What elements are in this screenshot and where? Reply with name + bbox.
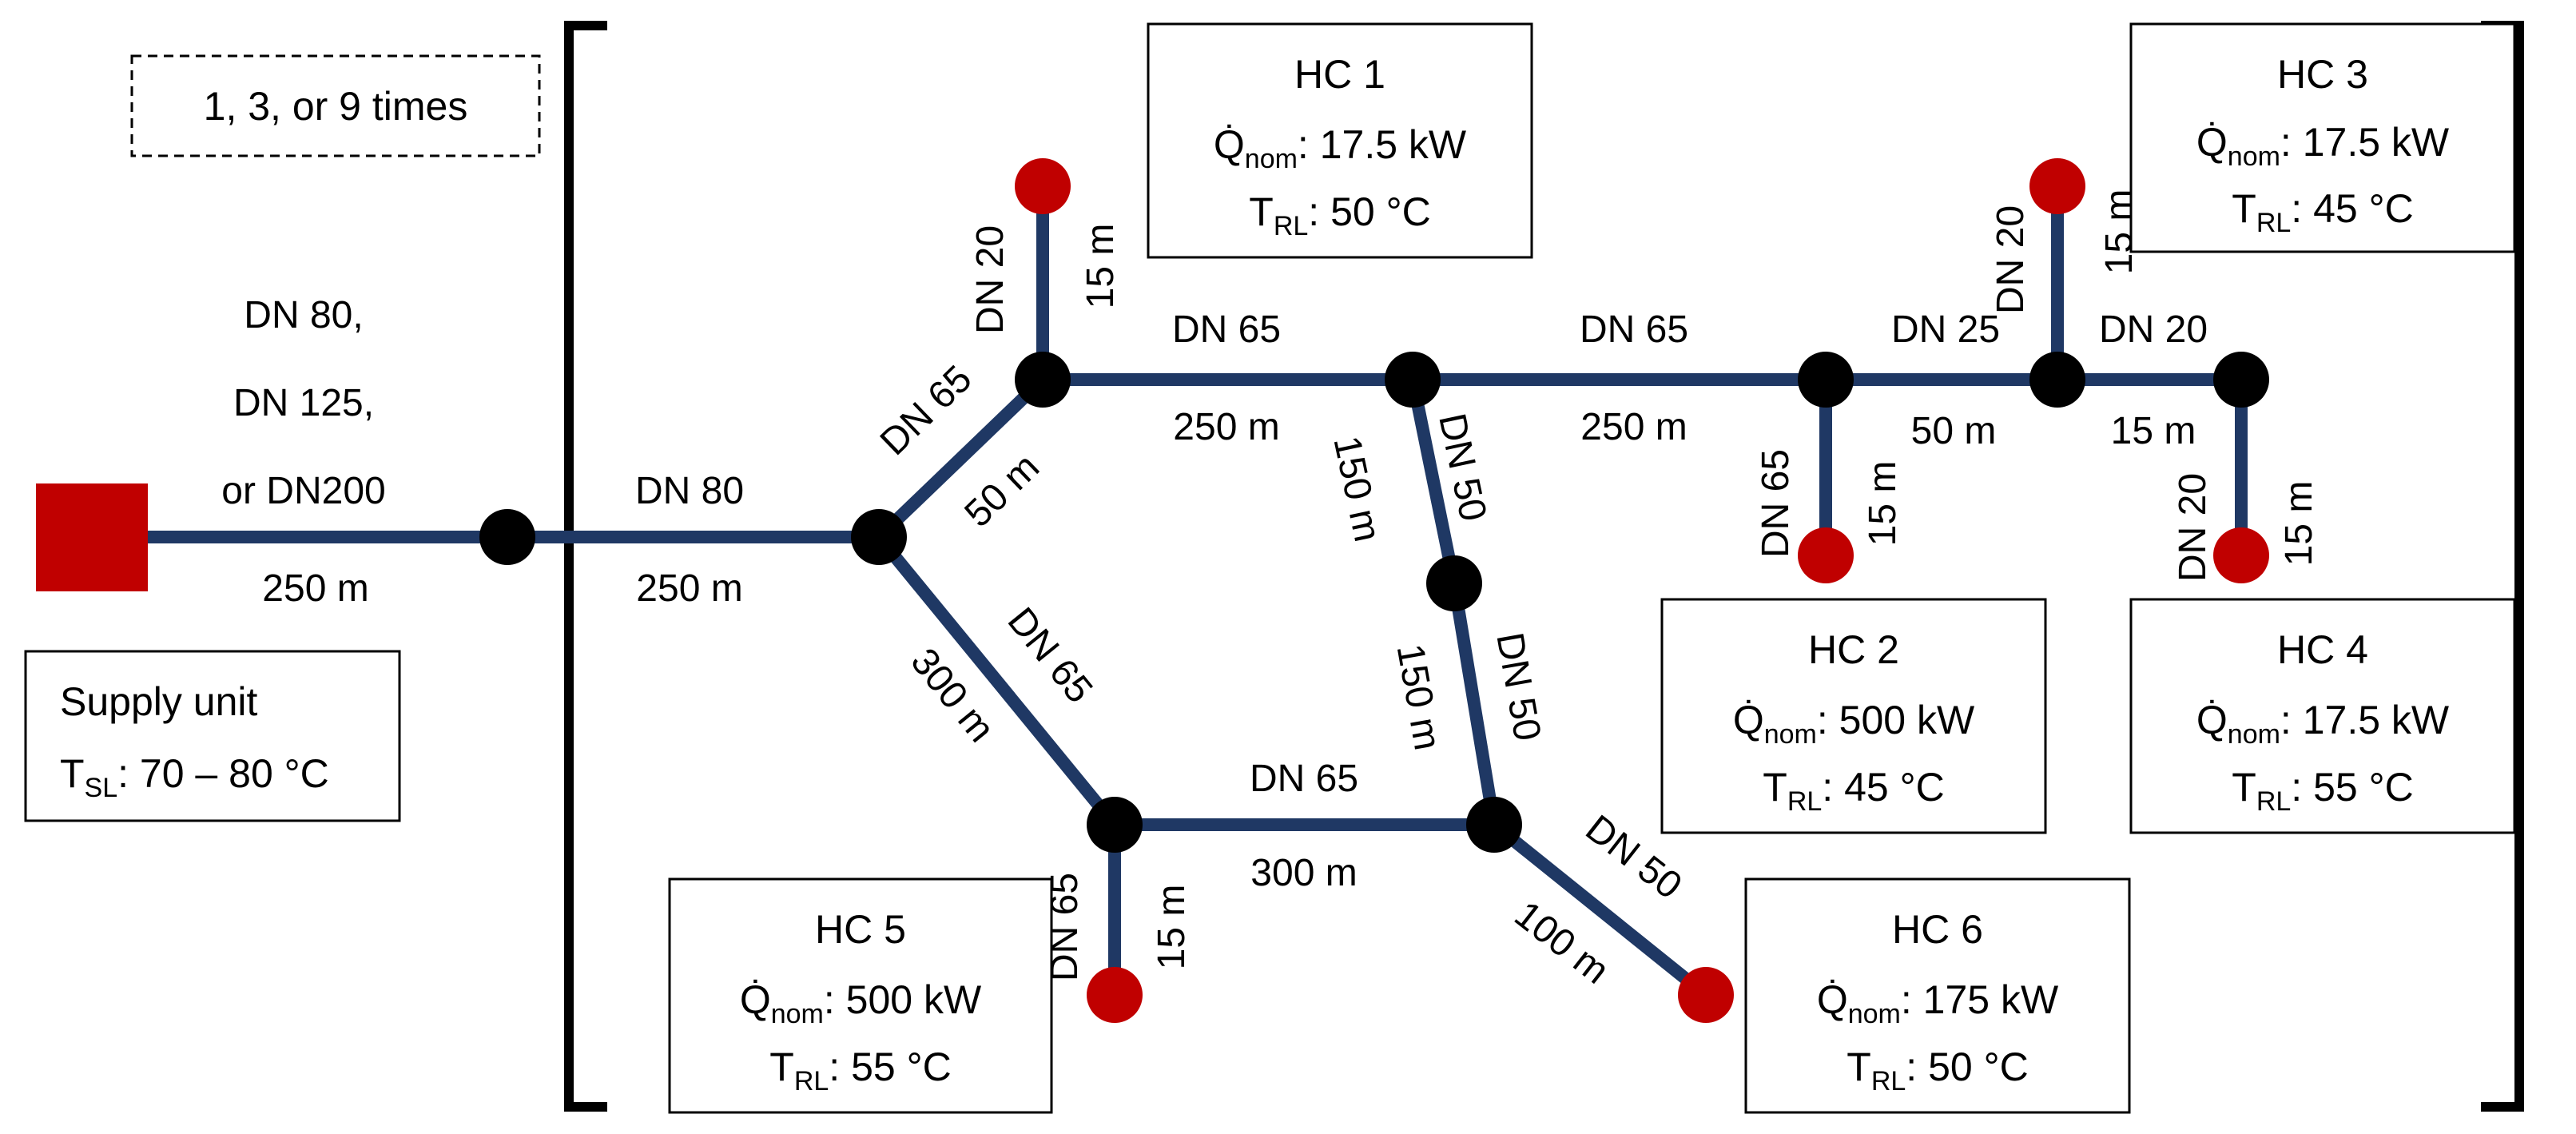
consumer-node-hc5 xyxy=(1087,967,1143,1023)
main-pipe-length: 250 m xyxy=(262,567,368,610)
pipe-dn-label: DN 25 xyxy=(1891,308,2000,351)
supply-unit-title: Supply unit xyxy=(60,679,257,724)
junction-node xyxy=(1087,797,1143,853)
consumer-nodes xyxy=(1015,158,2269,1023)
junction-node xyxy=(1798,352,1854,408)
consumer-return-temp: TRL: 50 °C xyxy=(1847,1044,2028,1096)
pipe-length-label: 300 m xyxy=(902,641,1002,750)
junction-node xyxy=(1426,555,1482,611)
pipe-dn-label: DN 20 xyxy=(969,225,1012,334)
pipe-mid-junction7 xyxy=(1448,577,1501,831)
pipe-length-label: 250 m xyxy=(1173,406,1279,448)
svg-text:1, 3, or 9 times: 1, 3, or 9 times xyxy=(204,84,468,129)
pipe-dn-label: DN 65 xyxy=(1580,308,1688,351)
supply-unit-marker xyxy=(36,483,148,591)
pipe-length-label: 250 m xyxy=(1580,406,1687,448)
main-pipe-labels: DN 80, DN 125, or DN200 250 m xyxy=(221,294,385,610)
consumer-return-temp: TRL: 55 °C xyxy=(769,1044,951,1096)
pipe-dn-label: DN 65 xyxy=(1172,308,1281,351)
pipe-hc6-branch xyxy=(1488,818,1712,1001)
pipe-to-junction-6 xyxy=(873,531,1121,831)
pipe-dn-label: DN 20 xyxy=(1990,205,2032,314)
pipe-dn-label: DN 65 xyxy=(1250,758,1358,800)
junction-node xyxy=(851,509,907,565)
consumer-power: Q̇nom: 17.5 kW xyxy=(1214,122,1467,174)
consumer-node-hc1 xyxy=(1015,158,1071,214)
consumer-power: Q̇nom: 500 kW xyxy=(740,977,982,1029)
junction-node xyxy=(479,509,535,565)
consumer-node-hc6 xyxy=(1678,967,1734,1023)
pipe-dn-label: DN 20 xyxy=(2172,473,2214,582)
pipe-length-label: 15 m xyxy=(2111,410,2196,452)
pipe-network xyxy=(105,180,2248,1001)
consumer-return-temp: TRL: 45 °C xyxy=(2232,186,2413,238)
consumer-box-hc3: HC 3 Q̇nom: 17.5 kW TRL: 45 °C xyxy=(2129,22,2516,253)
pipe-junction2-mid xyxy=(1406,373,1461,590)
main-pipe-dn-line2: DN 125, xyxy=(233,382,374,424)
pipe-length-label: 250 m xyxy=(636,567,742,610)
pipe-length-label: 150 m xyxy=(1325,432,1389,546)
consumer-power: Q̇nom: 17.5 kW xyxy=(2196,120,2450,172)
junction-node xyxy=(2213,352,2269,408)
main-pipe-dn-line1: DN 80, xyxy=(244,294,363,336)
pipe-dn-label: DN 20 xyxy=(2099,308,2208,351)
consumer-node-hc2 xyxy=(1798,527,1854,583)
consumer-name: HC 6 xyxy=(1892,907,1983,952)
consumer-box-hc4: HC 4 Q̇nom: 17.5 kW TRL: 55 °C xyxy=(2129,598,2516,834)
consumer-box-hc2: HC 2 Q̇nom: 500 kW TRL: 45 °C xyxy=(1660,598,2047,834)
consumer-return-temp: TRL: 45 °C xyxy=(1763,765,1944,817)
consumer-name: HC 4 xyxy=(2277,627,2368,672)
consumer-name: HC 5 xyxy=(815,907,906,952)
main-pipe-dn-line3: or DN200 xyxy=(221,470,385,512)
consumer-power: Q̇nom: 500 kW xyxy=(1733,698,1975,750)
consumer-box-hc5: HC 5 Q̇nom: 500 kW TRL: 55 °C xyxy=(668,877,1053,1114)
pipe-dn-label: DN 80 xyxy=(635,470,744,512)
consumer-box-hc6: HC 6 Q̇nom: 175 kW TRL: 50 °C xyxy=(1744,877,2131,1114)
consumer-node-hc4 xyxy=(2213,527,2269,583)
pipe-length-label: 50 m xyxy=(1911,410,1997,452)
repeat-note: 1, 3, or 9 times xyxy=(130,54,541,157)
junction-node xyxy=(1385,352,1441,408)
consumer-node-hc3 xyxy=(2029,158,2085,214)
pipe-length-label: 15 m xyxy=(1862,461,1904,547)
consumer-return-temp: TRL: 50 °C xyxy=(1249,189,1430,241)
pipe-length-label: 150 m xyxy=(1389,641,1449,754)
pipe-length-label: 50 m xyxy=(956,446,1047,535)
supply-unit-box: Supply unit TSL: 70 – 80 °C xyxy=(24,650,401,822)
consumer-name: HC 1 xyxy=(1294,52,1385,97)
consumer-return-temp: TRL: 55 °C xyxy=(2232,765,2413,817)
pipe-length-label: 15 m xyxy=(2278,481,2320,567)
pipe-dn-label: DN 50 xyxy=(1488,630,1548,744)
junction-node xyxy=(1015,352,1071,408)
pipe-length-label: 15 m xyxy=(1079,224,1122,309)
junction-node xyxy=(1466,797,1522,853)
pipe-to-junction-1 xyxy=(873,373,1049,543)
pipe-length-label: 300 m xyxy=(1250,852,1357,894)
consumer-box-hc1: HC 1 Q̇nom: 17.5 kW TRL: 50 °C xyxy=(1147,22,1533,259)
consumer-power: Q̇nom: 17.5 kW xyxy=(2196,698,2450,750)
pipe-length-label: 15 m xyxy=(1151,885,1193,970)
consumer-name: HC 3 xyxy=(2277,52,2368,97)
junction-node xyxy=(2029,352,2085,408)
pipe-dn-label: DN 65 xyxy=(1755,449,1797,558)
junction-nodes xyxy=(479,352,2269,853)
left-bracket xyxy=(564,21,607,1112)
consumer-name: HC 2 xyxy=(1808,627,1899,672)
consumer-power: Q̇nom: 175 kW xyxy=(1817,977,2059,1029)
supply-temperature: TSL: 70 – 80 °C xyxy=(60,751,329,803)
